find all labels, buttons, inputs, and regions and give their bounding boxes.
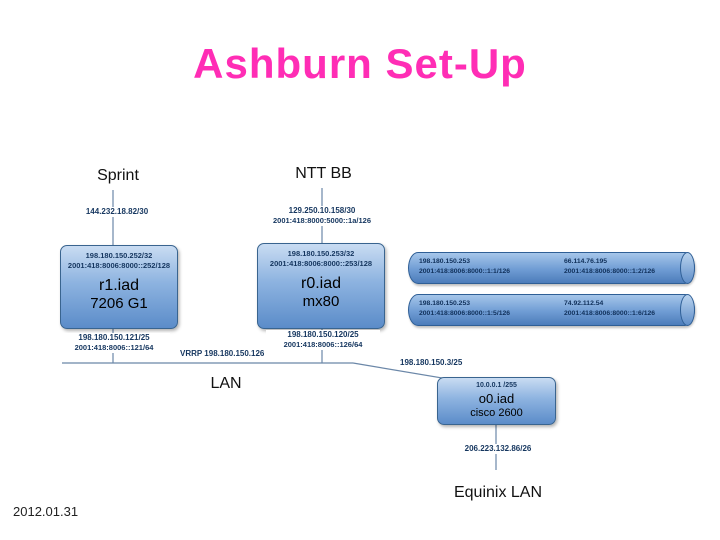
r1-lan-v4: 198.180.150.121/25 <box>78 333 150 342</box>
router-r1-box: 198.180.150.252/32 2001:418:8006:8000::2… <box>60 245 178 329</box>
tunnel2-local-v4: 198.180.150.253 <box>419 300 471 307</box>
slide-date: 2012.01.31 <box>13 504 79 519</box>
lan-label: LAN <box>210 375 242 392</box>
r1-loopback-v6: 2001:418:8006:8000::252/128 <box>67 261 171 271</box>
equinix-lan-label: Equinix LAN <box>453 484 543 501</box>
o0-ip: 10.0.0.1 /255 <box>476 382 517 389</box>
tunnel1-remote-v6: 2001:418:8006:8000::1:2/126 <box>564 268 656 276</box>
vrrp-label: VRRP 198.180.150.126 <box>180 349 265 358</box>
r0-model: mx80 <box>302 293 340 311</box>
tunnel-cylinder-1: 198.180.150.253 2001:418:8006:8000::1:1/… <box>408 252 695 284</box>
router-r0-box: 198.180.150.253/32 2001:418:8006:8000::2… <box>257 243 385 329</box>
nttbb-uplink-ipv4: 129.250.10.158/30 <box>288 206 356 215</box>
r0-lan-v6: 2001:418:8006::126/64 <box>283 340 363 350</box>
r1-lan-v6: 2001:418:8006::121/64 <box>74 343 154 353</box>
nttbb-uplink-ip: 129.250.10.158/30 2001:418:8000:5000::1a… <box>256 206 388 227</box>
cylinder-end-cap <box>680 294 695 326</box>
o0-downstream-ip: 206.223.132.86/26 <box>443 444 553 455</box>
sprint-uplink-ip: 144.232.18.82/30 <box>70 207 164 218</box>
tunnel2-local-v6: 2001:418:8006:8000::1:5/126 <box>419 310 511 318</box>
r0-loopback-v6: 2001:418:8006:8000::253/128 <box>269 259 373 269</box>
slide-title: Ashburn Set-Up <box>193 40 527 87</box>
cylinder-end-cap <box>680 252 695 284</box>
router-o0-box: 10.0.0.1 /255 o0.iad cisco 2600 <box>437 377 556 425</box>
nttbb-uplink-ipv6: 2001:418:8000:5000::1a/126 <box>273 216 371 226</box>
tunnel-cylinder-2: 198.180.150.253 2001:418:8006:8000::1:5/… <box>408 294 695 326</box>
r1-name: r1.iad <box>98 277 140 295</box>
o0-name: o0.iad <box>478 391 515 407</box>
r0-name: r0.iad <box>300 275 342 293</box>
tunnel1-local-v4: 198.180.150.253 <box>419 258 471 265</box>
tunnel2-remote-v4: 74.92.112.54 <box>564 300 604 307</box>
tunnel2-remote: 74.92.112.54 2001:418:8006:8000::1:6/126 <box>564 299 655 319</box>
r0-lan-v4: 198.180.150.120/25 <box>287 330 359 339</box>
tunnel1-local: 198.180.150.253 2001:418:8006:8000::1:1/… <box>419 257 510 277</box>
uplink-nttbb-label: NTT BB <box>295 165 352 182</box>
tunnel1-remote-v4: 66.114.76.195 <box>564 258 608 265</box>
r0-loopback-v4: 198.180.150.253/32 <box>287 249 355 258</box>
tunnel1-remote: 66.114.76.195 2001:418:8006:8000::1:2/12… <box>564 257 655 277</box>
tunnel1-local-v6: 2001:418:8006:8000::1:1/126 <box>419 268 511 276</box>
lan-branch-ip: 198.180.150.3/25 <box>400 358 463 367</box>
tunnel2-local: 198.180.150.253 2001:418:8006:8000::1:5/… <box>419 299 510 319</box>
r1-loopback-v4: 198.180.150.252/32 <box>85 251 153 260</box>
tunnel2-remote-v6: 2001:418:8006:8000::1:6/126 <box>564 310 656 318</box>
r1-lan-ip: 198.180.150.121/25 2001:418:8006::121/64 <box>58 333 170 354</box>
r1-model: 7206 G1 <box>90 295 148 313</box>
uplink-sprint-label: Sprint <box>97 167 139 184</box>
r0-lan-ip: 198.180.150.120/25 2001:418:8006::126/64 <box>266 330 380 351</box>
o0-model: cisco 2600 <box>470 407 523 420</box>
